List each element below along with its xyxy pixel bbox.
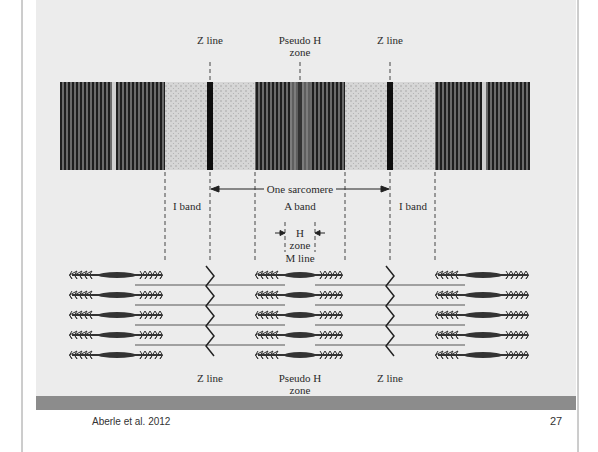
- thick-filament-core: [464, 332, 502, 338]
- z-line-label: Z line: [375, 372, 405, 384]
- thin-filament: [315, 305, 465, 306]
- myosin-heads: [436, 271, 459, 279]
- myosin-heads: [70, 351, 93, 359]
- z-line-label: Z line: [195, 372, 225, 384]
- thin-filament: [135, 325, 285, 326]
- z-disc: [206, 266, 214, 356]
- myosin-heads: [140, 271, 163, 279]
- thick-filament-core: [284, 292, 316, 298]
- z-disc: [386, 266, 394, 356]
- thin-filament: [135, 285, 285, 286]
- myosin-heads: [320, 291, 343, 299]
- myosin-heads: [436, 351, 459, 359]
- myosin-heads: [506, 311, 529, 319]
- myosin-heads: [256, 351, 279, 359]
- thick-filament-core: [464, 292, 502, 298]
- myosin-heads: [436, 311, 459, 319]
- myosin-heads: [506, 271, 529, 279]
- thin-filament: [315, 285, 465, 286]
- pseudo-h-zone-label: Pseudo H zone: [276, 34, 324, 58]
- thick-filament-core: [98, 272, 136, 278]
- myosin-heads: [436, 331, 459, 339]
- thin-filament: [135, 345, 285, 346]
- thin-filament: [135, 305, 285, 306]
- myosin-heads: [70, 331, 93, 339]
- thick-filament-core: [464, 312, 502, 318]
- myosin-heads: [256, 311, 279, 319]
- thick-filament-core: [98, 352, 136, 358]
- thick-filament-core: [284, 312, 316, 318]
- myosin-heads: [70, 271, 93, 279]
- myosin-heads: [320, 311, 343, 319]
- myosin-heads: [256, 331, 279, 339]
- thin-filament: [315, 345, 465, 346]
- a-band-label: A band: [283, 200, 317, 212]
- citation: Aberle et al. 2012: [92, 416, 170, 428]
- myosin-heads: [506, 351, 529, 359]
- thick-filament-core: [464, 272, 502, 278]
- sarcomere-label: One sarcomere: [264, 183, 336, 195]
- h-zone-label: H zone: [287, 227, 313, 251]
- myosin-heads: [256, 271, 279, 279]
- i-band-label: I band: [172, 200, 202, 212]
- myosin-heads: [506, 291, 529, 299]
- myosin-heads: [320, 331, 343, 339]
- myosin-heads: [140, 351, 163, 359]
- thick-filament-core: [284, 352, 316, 358]
- myosin-heads: [140, 311, 163, 319]
- myosin-heads: [140, 291, 163, 299]
- z-line-label: Z line: [375, 34, 405, 46]
- myosin-heads: [320, 271, 343, 279]
- thick-filament-core: [284, 272, 316, 278]
- myosin-heads: [70, 311, 93, 319]
- thick-filament-core: [464, 352, 502, 358]
- i-band-label: I band: [398, 200, 428, 212]
- myosin-heads: [506, 331, 529, 339]
- thin-filament: [315, 325, 465, 326]
- myosin-heads: [256, 291, 279, 299]
- slide-number: 27: [550, 415, 562, 427]
- thick-filament-core: [284, 332, 316, 338]
- thick-filament-core: [98, 312, 136, 318]
- myosin-heads: [70, 291, 93, 299]
- thick-filament-core: [98, 332, 136, 338]
- myosin-heads: [320, 351, 343, 359]
- myosin-heads: [140, 331, 163, 339]
- pseudo-h-zone-label: Pseudo H zone: [276, 372, 324, 396]
- m-line-label: M line: [282, 252, 317, 264]
- myosin-heads: [436, 291, 459, 299]
- thick-filament-core: [98, 292, 136, 298]
- z-line-label: Z line: [195, 34, 225, 46]
